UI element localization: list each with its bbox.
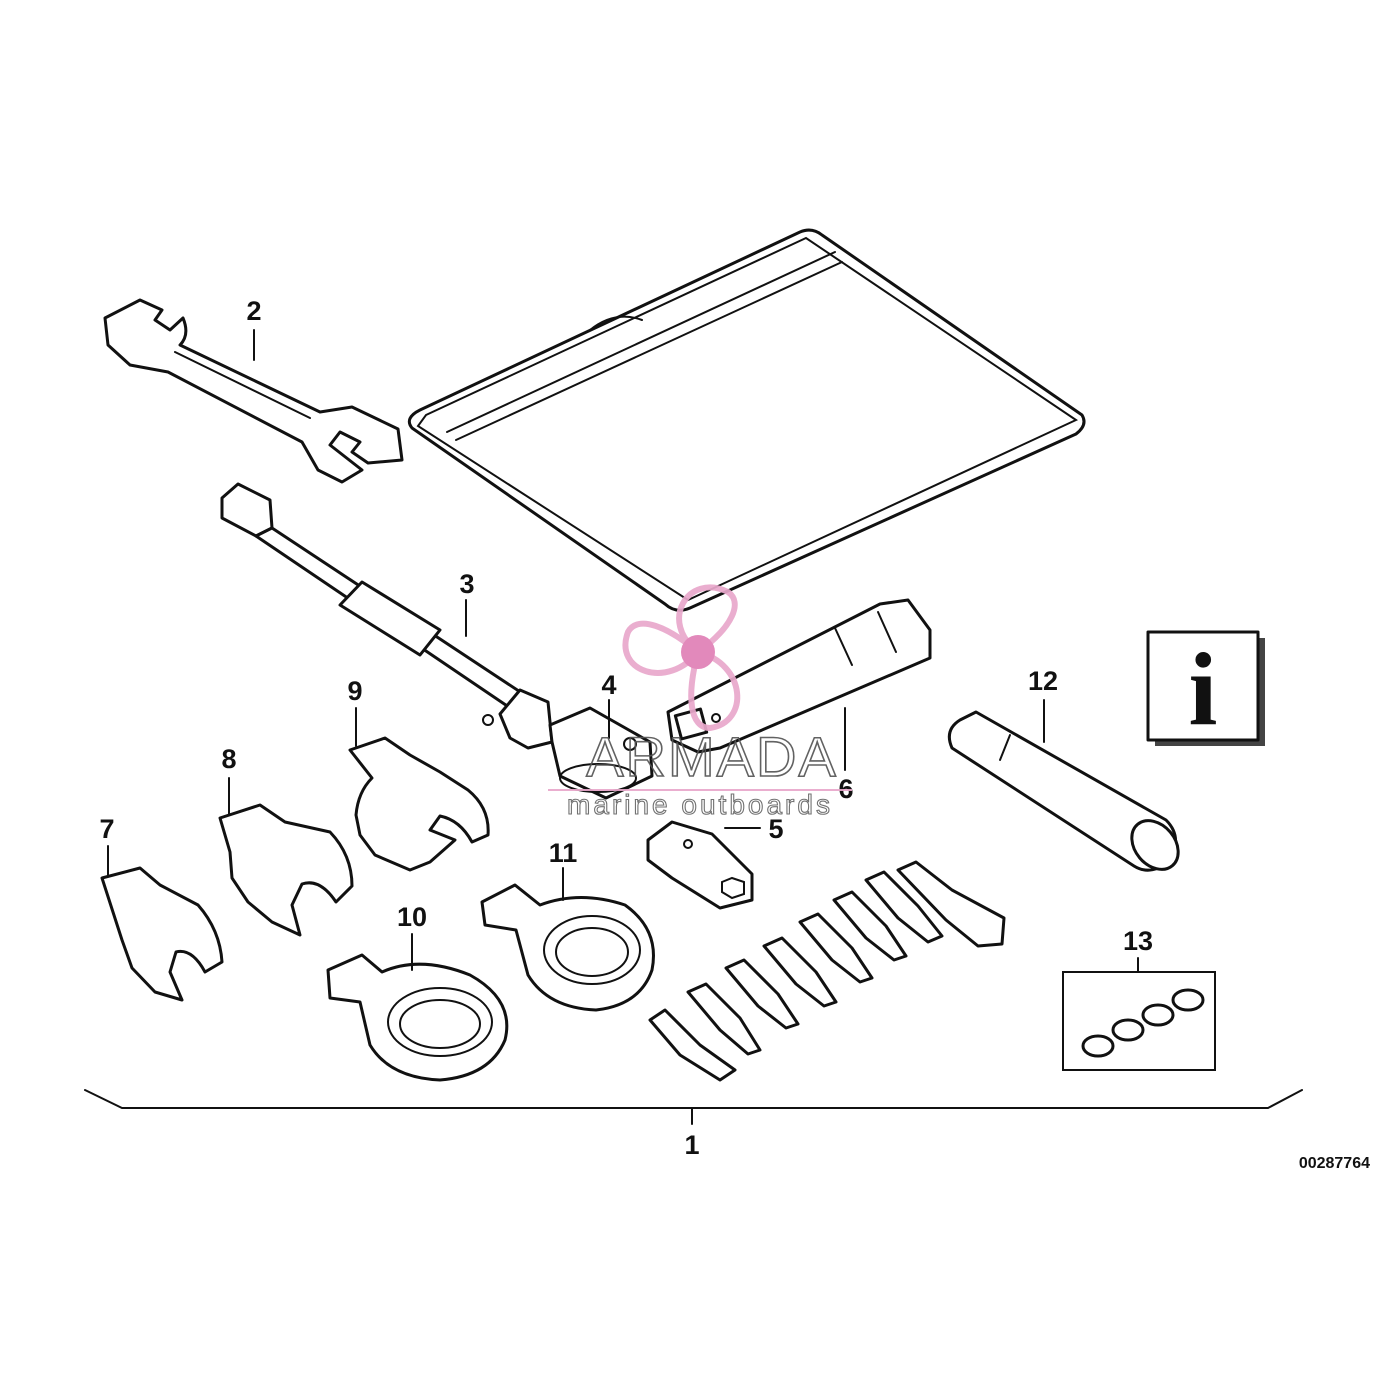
callout-13: 13 [1123, 926, 1153, 956]
screwdriver-bits [648, 860, 1006, 1082]
watermark-brand: ARMADA [586, 725, 838, 788]
info-box: i [1146, 630, 1265, 747]
info-icon: i [1189, 632, 1218, 747]
callout-7: 7 [99, 814, 114, 844]
armada-watermark: ARMADA marine outboards [548, 584, 852, 821]
callout-9: 9 [347, 676, 362, 706]
spanner-insert-9 [348, 736, 490, 872]
callout-11: 11 [549, 838, 578, 868]
open-end-wrench [103, 298, 404, 484]
callout-4: 4 [601, 670, 616, 700]
callout-labels: 1 2 3 4 5 6 7 8 9 10 11 12 13 [99, 296, 1153, 1160]
ring-insert-11 [480, 883, 655, 1012]
bit-holder [646, 820, 754, 910]
callout-8: 8 [221, 744, 236, 774]
callout-2: 2 [246, 296, 261, 326]
watermark-tagline: marine outboards [567, 789, 833, 820]
callout-10: 10 [397, 902, 427, 932]
callout-5: 5 [768, 814, 783, 844]
callout-1: 1 [684, 1130, 699, 1160]
leader-lines [107, 329, 1139, 973]
caps-box [1062, 971, 1216, 1071]
spanner-insert-8 [218, 803, 354, 937]
diagram-code: 00287764 [1299, 1155, 1370, 1172]
propeller-icon [622, 584, 741, 732]
adapter [548, 706, 654, 800]
tool-tray [407, 228, 1086, 612]
extension-bar [220, 482, 554, 750]
kit-bracket [84, 1089, 1303, 1125]
ring-insert-10 [326, 953, 509, 1082]
tube [947, 710, 1180, 872]
callout-3: 3 [459, 569, 474, 599]
callout-12: 12 [1028, 666, 1058, 696]
spanner-insert-7 [100, 866, 224, 1002]
